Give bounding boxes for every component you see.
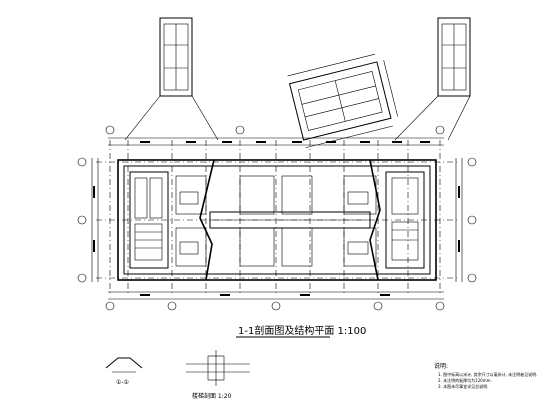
main-plan [77,125,477,311]
note-1: 1. 图中标高以米计, 其余尺寸以毫米计, 未注明者见说明. [438,371,537,377]
detail-2: 楼梯剖面 1:20 [186,350,250,400]
note-2: 2. 未注明的板厚均为120mm. [438,377,492,383]
detail-2-title: 楼梯剖面 1:20 [192,392,232,400]
notes-heading: 说明: [434,362,448,370]
plan-title: 1-1剖面图及结构平面 1:100 [238,324,366,337]
detail-1: ①-① [105,357,143,386]
top-left-elevation [124,17,219,141]
top-right-elevation [394,17,471,141]
dimension-marks [93,141,460,296]
detail-1-title: ①-① [116,379,129,386]
notes-block: 说明: 1. 图中标高以米计, 其余尺寸以毫米计, 未注明者见说明. 2. 未注… [434,362,537,389]
plan-title-group: 1-1剖面图及结构平面 1:100 [236,324,366,338]
axis-bubbles [77,125,477,311]
rotated-stair-detail [287,53,399,149]
note-3: 3. 本图未尽事宜详见总说明. [438,383,488,389]
